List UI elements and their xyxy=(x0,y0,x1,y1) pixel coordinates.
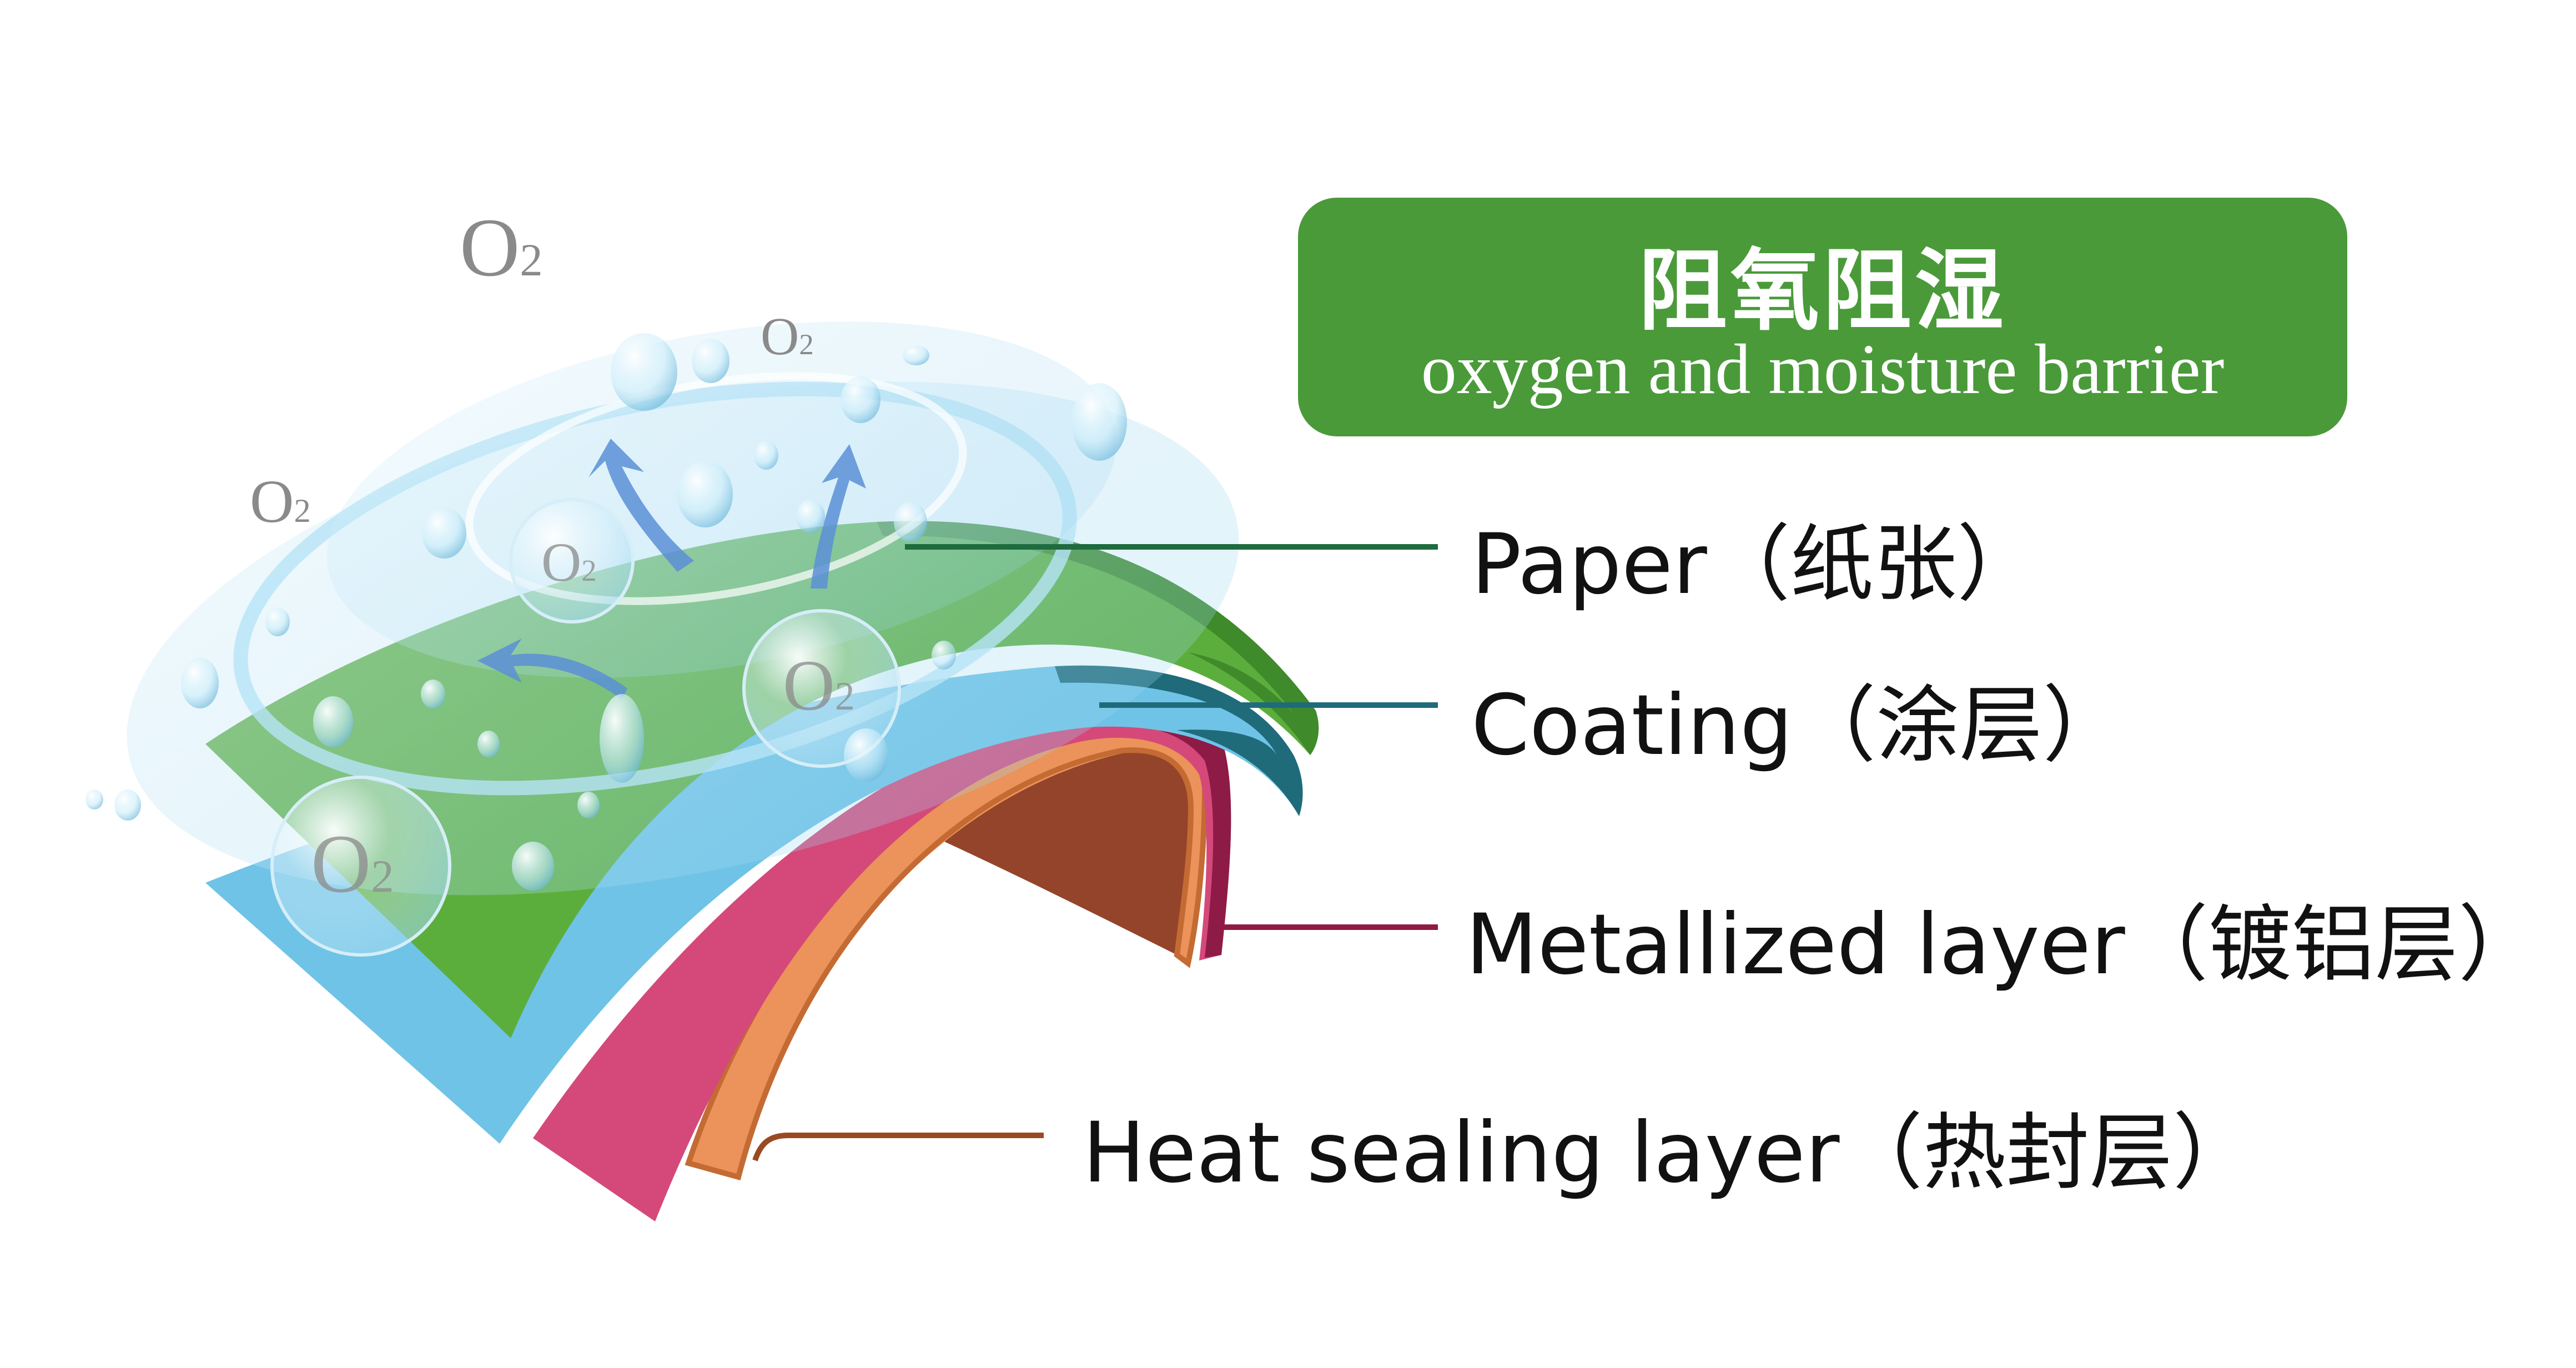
water-droplets xyxy=(85,333,1127,891)
coating-layer xyxy=(205,665,1303,1144)
moisture-ring xyxy=(465,372,967,605)
o2-bubble xyxy=(509,498,635,623)
o2-label: O2 xyxy=(250,467,311,535)
arrow-icon xyxy=(811,444,866,589)
title-chinese: 阻氧阻湿 xyxy=(1638,238,2007,343)
o2-label: O2 xyxy=(783,646,855,726)
title-box: 阻氧阻湿 oxygen and moisture barrier xyxy=(1298,198,2347,436)
metallized-layer xyxy=(533,706,1231,1221)
o2-bubble xyxy=(270,776,451,957)
o2-label: O2 xyxy=(541,531,597,593)
arrow-icon xyxy=(588,439,694,572)
o2-label: O2 xyxy=(761,306,814,366)
paper-label: Paper（纸张） xyxy=(1471,516,2040,613)
metallized-label: Metallized layer（镀铝层） xyxy=(1466,897,2542,993)
coating-label: Coating（涂层） xyxy=(1471,677,2126,774)
heat-sealing-label: Heat sealing layer（热封层） xyxy=(1083,1105,2256,1201)
o2-label: O2 xyxy=(311,818,394,910)
o2-bubble xyxy=(742,609,901,768)
heat-sealing-leader-line xyxy=(752,1133,1044,1161)
o2-label: O2 xyxy=(460,202,543,294)
arrow-icon xyxy=(477,638,627,700)
title-english: oxygen and moisture barrier xyxy=(1421,330,2225,409)
